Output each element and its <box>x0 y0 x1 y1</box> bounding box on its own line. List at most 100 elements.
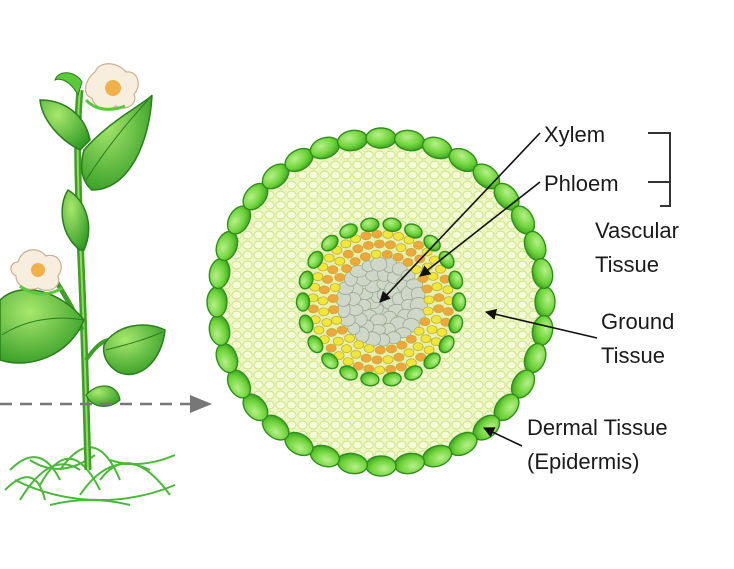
phloem-cell <box>313 325 325 335</box>
phloem-label: Phloem <box>544 171 619 196</box>
phloem-cell <box>322 274 334 284</box>
vascular-ring-cell <box>360 371 380 387</box>
dermal-label-line2: (Epidermis) <box>527 449 639 474</box>
phloem-cell <box>421 284 433 294</box>
phloem-cell <box>360 231 372 241</box>
vascular-label-line2: Tissue <box>595 252 659 277</box>
vascular-ring-cell <box>404 223 423 239</box>
vascular-ring-cells <box>295 217 467 387</box>
epidermis-cell <box>365 455 397 477</box>
phloem-cell <box>317 296 329 306</box>
phloem-cell <box>384 240 396 250</box>
vascular-ring-cell <box>295 292 311 312</box>
phloem-cell <box>318 285 330 295</box>
phloem-cell <box>350 349 362 359</box>
phloem-cell <box>395 243 407 253</box>
phloem-cell <box>341 264 353 273</box>
dermal-label-line1: Dermal Tissue <box>527 415 668 440</box>
phloem-cell <box>396 340 408 350</box>
phloem-cell <box>325 343 337 353</box>
epidermis-cell <box>206 286 228 318</box>
vascular-ring-cell <box>448 314 464 334</box>
epidermis-ring <box>206 127 556 477</box>
ground-pointer <box>484 308 598 339</box>
phloem-cell <box>422 306 434 316</box>
vascular-ring-cell <box>404 365 423 381</box>
phloem-cell <box>423 295 435 305</box>
vascular-ring-cell <box>321 352 339 370</box>
ground-label-line2: Tissue <box>601 343 665 368</box>
phloem-cell <box>419 317 431 327</box>
phloem-cell <box>353 340 365 350</box>
vascular-ring-cell <box>438 250 455 269</box>
vascular-ring-cell <box>298 270 314 290</box>
leaf-middle <box>61 188 90 251</box>
phloem-cell <box>393 352 405 362</box>
phloem-cell <box>318 307 330 317</box>
section-arrow <box>0 395 212 413</box>
phloem-cell <box>362 240 374 250</box>
flower-lower <box>10 249 63 296</box>
ground-label-line1: Ground <box>601 309 674 334</box>
phloem-cell <box>342 357 354 367</box>
phloem-cell <box>321 318 333 327</box>
phloem-cell <box>350 234 362 244</box>
dermal-pointer <box>482 427 523 447</box>
vascular-ring-cell <box>438 335 455 354</box>
vascular-ring-cell <box>307 250 324 269</box>
leaf-upper-right <box>80 94 153 191</box>
phloem-cell <box>371 355 383 365</box>
vascular-ring-cell <box>382 217 402 233</box>
phloem-cell <box>402 257 414 267</box>
phloem-cell <box>341 344 352 354</box>
phloem-cell <box>426 325 438 335</box>
phloem-cell <box>332 336 344 346</box>
phloem-cell <box>327 294 339 303</box>
phloem-cell <box>381 249 393 259</box>
phloem-cell <box>349 257 361 266</box>
phloem-cell <box>340 239 352 249</box>
phloem-cell <box>331 315 343 325</box>
phloem-cell <box>334 272 346 282</box>
phloem-cell <box>431 282 443 292</box>
phloem-cell <box>352 361 364 371</box>
phloem-cell <box>382 355 394 365</box>
plant-illustration <box>0 63 176 506</box>
phloem-cell <box>360 353 372 363</box>
phloem-cell <box>323 253 335 263</box>
phloem-cell <box>433 304 445 314</box>
vascular-ring-cell <box>307 335 324 354</box>
phloem-cell <box>342 249 354 259</box>
phloem-cell <box>363 364 375 374</box>
phloem-cell <box>433 293 445 303</box>
epidermis-cell <box>534 286 556 318</box>
vascular-ring-cell <box>321 234 339 252</box>
phloem-cell <box>370 249 382 259</box>
phloem-cell <box>412 342 424 352</box>
phloem-cell <box>374 345 386 355</box>
phloem-cell <box>436 327 448 337</box>
vascular-ring-cell <box>423 352 441 370</box>
phloem-cell <box>405 247 417 257</box>
vascular-bracket <box>648 132 671 207</box>
phloem-cell <box>442 307 454 316</box>
phloem-cell <box>417 274 429 284</box>
leaf-right <box>102 324 166 376</box>
epidermis-cell <box>365 127 397 149</box>
phloem-cell <box>430 314 442 324</box>
vascular-ring-cell <box>382 371 402 387</box>
phloem-cell <box>328 305 340 315</box>
phloem-cell <box>327 265 339 275</box>
vascular-cells <box>307 229 455 375</box>
phloem-cell <box>393 231 404 241</box>
phloem-cell <box>385 344 397 354</box>
phloem-cell <box>392 252 404 262</box>
vascular-ring-cell <box>339 365 358 381</box>
phloem-cell <box>329 283 341 292</box>
vascular-ring-cell <box>423 234 441 252</box>
phloem-cell <box>373 239 385 249</box>
xylem-label: Xylem <box>544 122 605 147</box>
phloem-cell <box>403 348 415 358</box>
phloem-cell <box>344 333 356 343</box>
